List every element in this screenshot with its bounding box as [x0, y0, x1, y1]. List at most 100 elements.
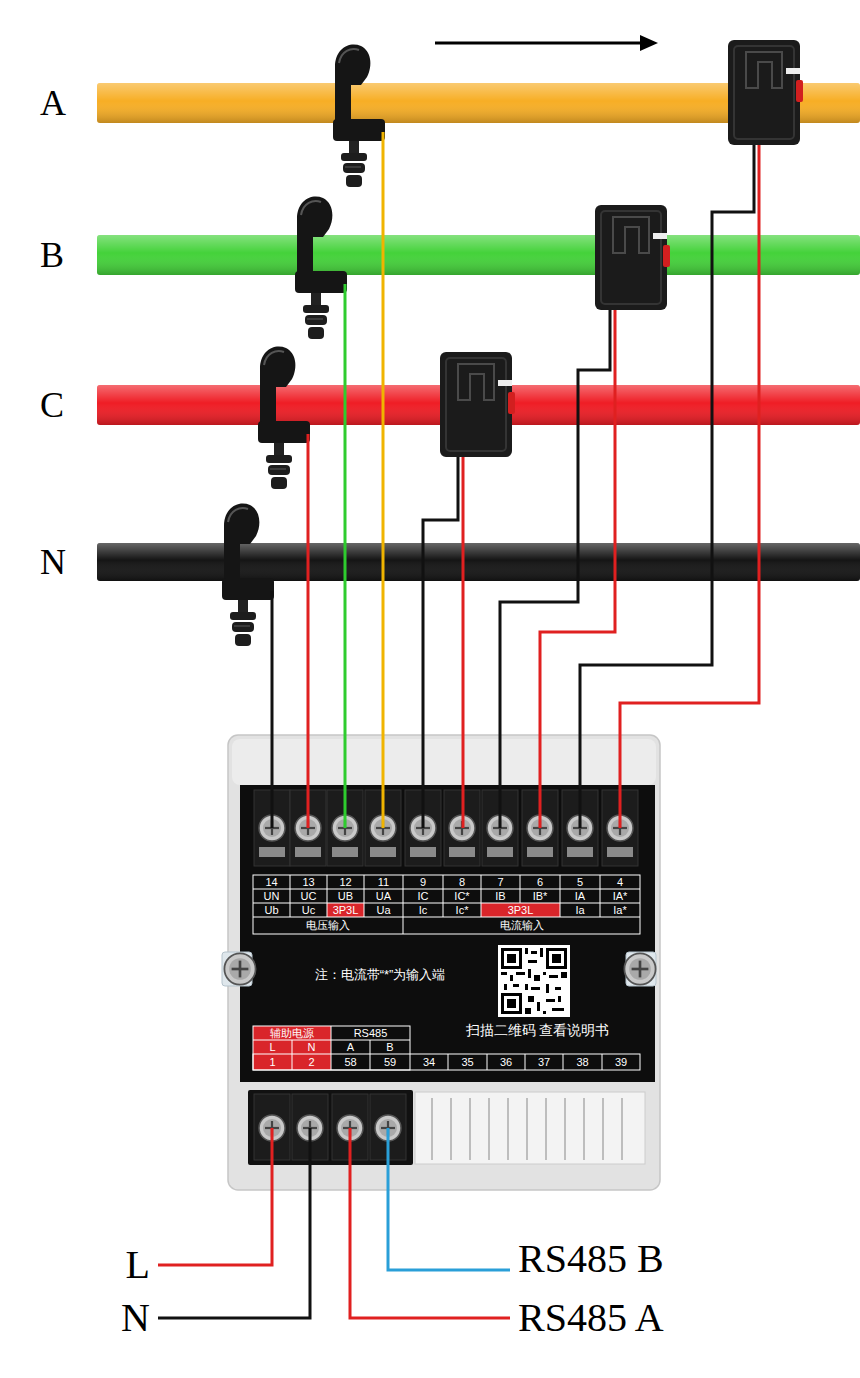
cable-band: N	[20, 538, 860, 586]
slot-lines	[432, 1098, 622, 1160]
terminal-alt-code: Ia	[560, 903, 600, 917]
meter-panel	[240, 785, 655, 1082]
qr-module	[543, 972, 546, 975]
qr-module	[543, 1011, 546, 1014]
grid-line	[370, 1040, 371, 1070]
grid-line	[253, 917, 640, 918]
cable-shade	[97, 543, 860, 581]
grid-line	[443, 875, 444, 917]
phase-label: B	[40, 231, 64, 279]
phase-label: C	[40, 381, 64, 429]
qr-module	[537, 1002, 540, 1011]
terminal-plate	[410, 847, 436, 857]
current-wire	[540, 310, 615, 828]
cable-band: B	[20, 231, 860, 279]
qr-finder	[501, 948, 522, 969]
slot-line	[583, 1098, 585, 1160]
qr-ground	[498, 945, 570, 1017]
grid-line	[481, 875, 482, 917]
qr-module	[504, 984, 507, 990]
pin-number: 59	[370, 1054, 410, 1070]
voltage-wire	[344, 284, 347, 828]
bus-wire	[350, 1128, 510, 1318]
terminal-number: 12	[327, 875, 364, 889]
grid-line	[600, 875, 601, 917]
qr-module	[525, 984, 528, 990]
group-label: 电流输入	[403, 917, 640, 934]
qr-finder	[501, 993, 522, 1014]
slot-line	[431, 1098, 433, 1160]
red-cell	[253, 1026, 331, 1070]
terminal-alt-code: Ic	[403, 903, 443, 917]
qr-finder	[504, 951, 519, 966]
terminal-alt-code: Ua	[364, 903, 403, 917]
mount-screw	[624, 953, 655, 984]
qr-finder	[507, 954, 516, 963]
qr-finder	[504, 996, 519, 1011]
terminal-number: 4	[600, 875, 640, 889]
terminal-number: 14	[253, 875, 290, 889]
grid-line	[560, 875, 561, 917]
current-wire	[423, 457, 458, 828]
terminal-plate	[567, 847, 593, 857]
qr-module	[546, 984, 549, 993]
pin-name: N	[292, 1040, 331, 1054]
slot-line	[469, 1098, 471, 1160]
terminal-number: 5	[560, 875, 600, 889]
terminal-number: 11	[364, 875, 403, 889]
terminal-plate	[527, 847, 553, 857]
terminal-code: IA	[560, 889, 600, 903]
qr-module	[516, 972, 525, 975]
mount-screw	[224, 953, 255, 984]
qr-module	[510, 975, 513, 981]
pin-number: 34	[410, 1054, 448, 1070]
voltage-clamp	[295, 197, 347, 339]
terminal-code: UN	[253, 889, 290, 903]
red-cell	[481, 903, 560, 917]
supply-wires	[158, 1128, 510, 1318]
grid-line	[487, 1054, 488, 1070]
slot-line	[507, 1098, 509, 1160]
terminal-number: 7	[481, 875, 520, 889]
terminal-plate	[259, 847, 285, 857]
pin-name: B	[370, 1040, 410, 1054]
qr-modules	[501, 948, 567, 1014]
terminal-code: IC	[403, 889, 443, 903]
phase-label: N	[40, 538, 66, 586]
grid-line	[525, 1054, 526, 1070]
pin-number: 39	[602, 1054, 640, 1070]
terminal-alt-code: Ic*	[443, 903, 481, 917]
current-wire	[500, 310, 610, 828]
voltage-clamp	[333, 45, 385, 187]
pin-number: 35	[448, 1054, 487, 1070]
qr-finder	[552, 954, 561, 963]
arrow-head	[640, 35, 658, 51]
grid-line	[331, 1026, 332, 1070]
qr-module	[528, 969, 531, 978]
terminal-alt-code: 3P3L	[481, 903, 560, 917]
grid-line	[602, 1054, 603, 1070]
voltage-wire	[307, 434, 310, 828]
pin-name: A	[331, 1040, 370, 1054]
qr-module	[555, 987, 561, 990]
qr-module	[528, 996, 534, 1002]
qr-module	[531, 987, 540, 990]
current-transformer	[728, 40, 803, 145]
qr-module	[546, 999, 555, 1002]
pin-number: 1	[253, 1054, 292, 1070]
pin-number: 36	[487, 1054, 525, 1070]
qr-module	[549, 975, 558, 978]
voltage-wire	[271, 591, 274, 828]
qr-module	[558, 996, 561, 1002]
terminal-plate	[295, 847, 321, 857]
grid-line	[520, 875, 521, 903]
terminal-plate	[332, 847, 358, 857]
phase-label: A	[40, 79, 66, 127]
table-border	[253, 875, 640, 934]
terminal-number: 6	[520, 875, 560, 889]
table-grid	[253, 875, 640, 934]
table-header: RS485	[331, 1026, 410, 1040]
qr-finder	[546, 948, 567, 969]
qr-module	[501, 972, 507, 975]
